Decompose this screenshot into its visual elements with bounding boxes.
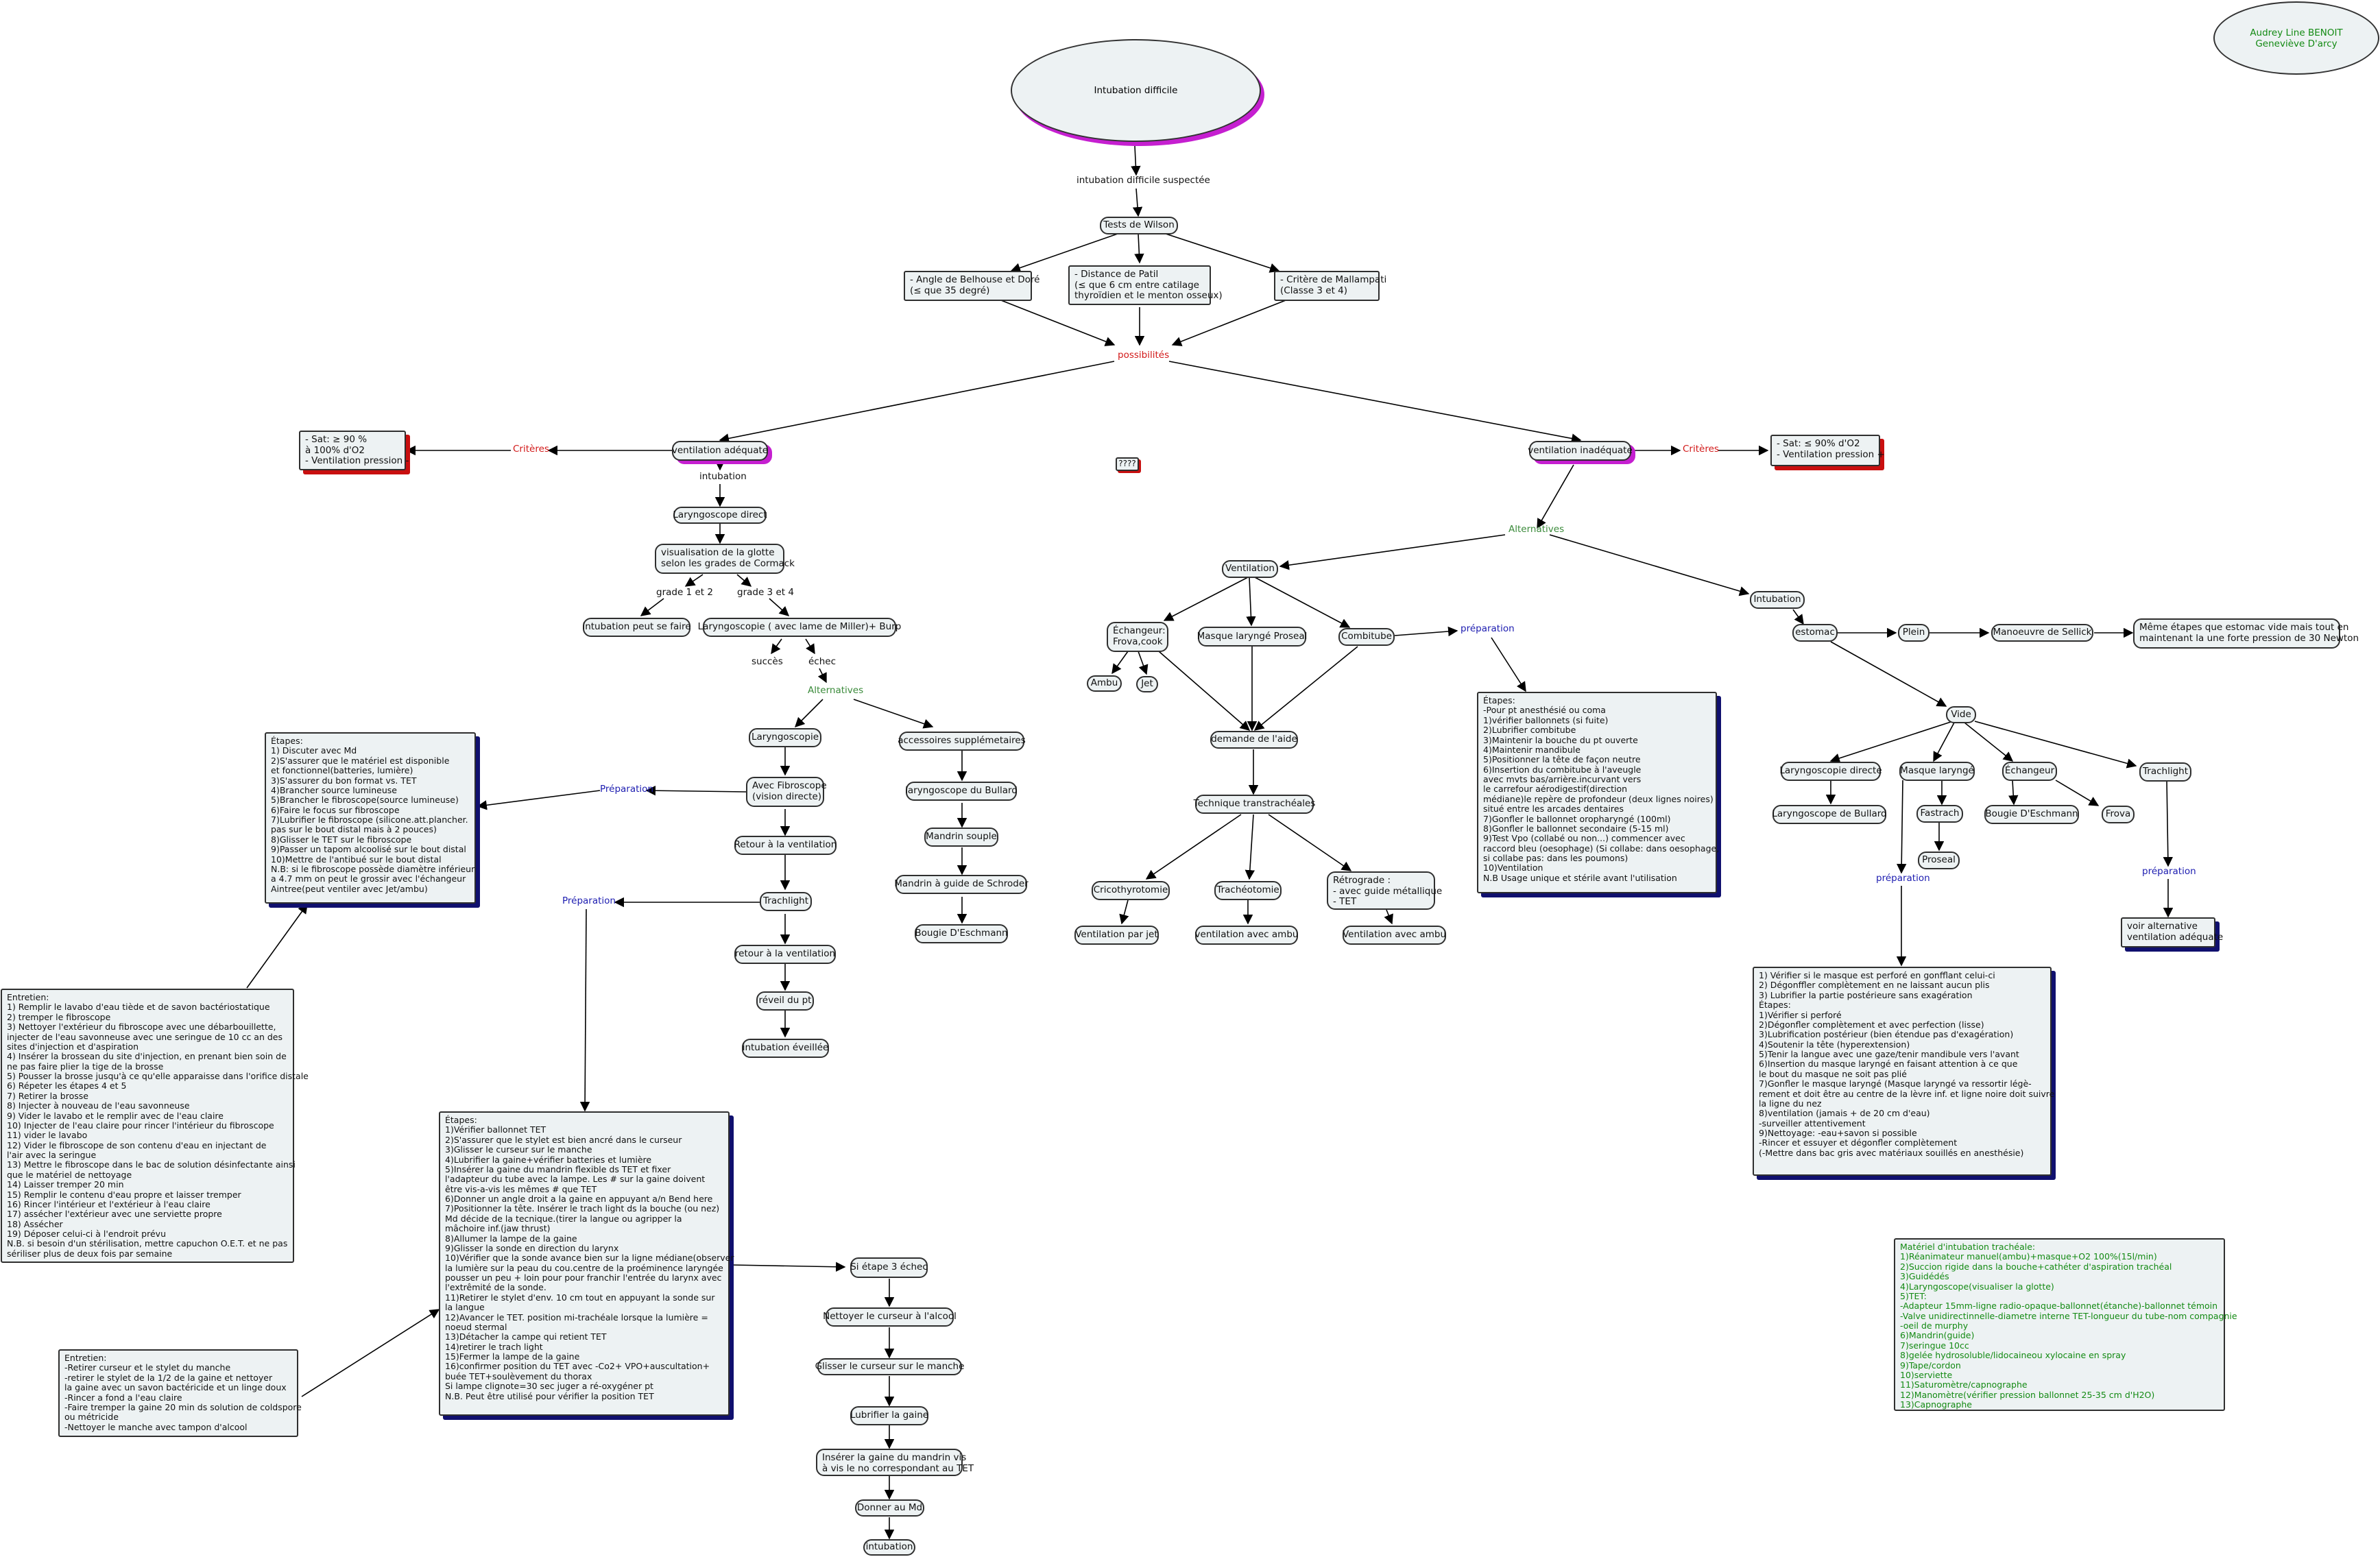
node-laryngoscope-direct[interactable]: Laryngoscope direct [673, 507, 767, 524]
node-entretien-fibro[interactable]: Entretien: 1) Remplir le lavabo d'eau ti… [1, 989, 309, 1263]
node-fastrach[interactable]: Fastrach [1916, 805, 1963, 823]
label-grade12: grade 1 et 2 [656, 587, 713, 598]
node-accessoires[interactable]: accessoires supplémetaires [898, 732, 1026, 751]
node-memes-etapes[interactable]: Même étapes que estomac vide mais tout e… [2133, 618, 2359, 649]
label-preparation-trachlight: préparation [2142, 866, 2196, 877]
node-entretien-trach[interactable]: Entretien: -Retirer curseur et le stylet… [58, 1349, 302, 1437]
label-criteres-right: Critères [1683, 444, 1719, 455]
node-ambu-vent1[interactable]: ventilation avec ambu [1195, 926, 1298, 945]
node-jet-vent[interactable]: Ventilation par jet [1074, 926, 1159, 945]
node-ventilation-inadequate[interactable]: ventilation inadéquate [1528, 441, 1633, 461]
label-possibilites: possibilités [1118, 350, 1170, 361]
node-lubrifier[interactable]: Lubrifier la gaine [850, 1406, 928, 1425]
node-trachlight-right[interactable]: Trachlight [2139, 762, 2191, 782]
node-ambu-vent2[interactable]: Ventilation avec ambu [1343, 926, 1446, 945]
node-patil[interactable]: - Distance de Patil (≤ que 6 cm entre ca… [1068, 265, 1223, 305]
node-mallampati[interactable]: - Critère de Mallampati (Classe 3 et 4) [1274, 271, 1386, 301]
label-grade34: grade 3 et 4 [737, 587, 794, 598]
node-schroder[interactable]: Mandrin à guide de Schroder [894, 875, 1029, 894]
node-echangeur-frova[interactable]: Échangeur: Frova,cook [1107, 622, 1168, 652]
label-succes: succès [752, 656, 783, 667]
label-preparation-trach: Préparation [562, 895, 616, 906]
node-sat-ok[interactable]: - Sat: ≥ 90 % à 100% d'O2 - Ventilation … [299, 431, 409, 470]
node-proseal[interactable]: Proseal [1918, 852, 1960, 869]
node-laryngo-directe[interactable]: Laryngoscopie directe [1779, 762, 1882, 781]
node-nettoyer[interactable]: Nettoyer le curseur à l'alcool [823, 1307, 957, 1327]
node-combi-etapes[interactable]: Étapes: -Pour pt anesthésié ou coma 1)vé… [1477, 692, 1719, 893]
node-estomac[interactable]: estomac [1792, 624, 1838, 642]
node-ambu[interactable]: Ambu [1087, 675, 1122, 692]
node-sellick[interactable]: Manoeuvre de Sellick [1991, 624, 2093, 642]
node-intubation-faire[interactable]: intubation peut se faire [582, 618, 691, 637]
node-donner[interactable]: Donner au Md [855, 1499, 924, 1517]
node-retour1[interactable]: Retour à la ventilation [734, 836, 837, 855]
node-glotte[interactable]: visualisation de la glotte selon les gra… [655, 544, 795, 574]
node-frova[interactable]: Frova [2102, 806, 2135, 823]
node-laryngo-bullard[interactable]: Laryngoscope de Bullard [1772, 805, 1887, 824]
node-belhouse[interactable]: - Angle de Belhouse et Doré (≤ que 35 de… [904, 271, 1039, 301]
label-alternatives-right: Alternatives [1508, 524, 1565, 535]
node-jet[interactable]: Jet [1136, 676, 1158, 692]
node-ventilation[interactable]: Ventilation [1222, 560, 1278, 578]
node-materiel[interactable]: Matériel d'intubation trachéale: 1)Réani… [1894, 1238, 2237, 1411]
node-intubation-final[interactable]: intubation [863, 1539, 915, 1556]
label-criteres-left: Critères [513, 444, 549, 455]
node-masque-larynge[interactable]: Masque laryngé [1899, 762, 1975, 781]
node-bullard[interactable]: laryngoscope du Bullard [905, 782, 1018, 801]
node-unknown[interactable]: ???? [1116, 457, 1139, 471]
node-inserer[interactable]: Insérer la gaine du mandrin vis à vis le… [816, 1449, 974, 1476]
node-intubation-eveillee[interactable]: intubation éveillée [742, 1039, 829, 1058]
node-mandrin-souple[interactable]: Mandrin souple [924, 828, 998, 847]
node-tracheo[interactable]: Trachéotomie [1214, 881, 1282, 900]
node-demande-aide[interactable]: demande de l'aide [1210, 731, 1298, 749]
node-vide[interactable]: Vide [1946, 706, 1976, 723]
node-echangeur-right[interactable]: Échangeur [2002, 762, 2057, 781]
root-topic[interactable]: Intubation difficile [1011, 39, 1261, 142]
node-intubation-right[interactable]: Intubation [1750, 591, 1805, 609]
label-preparation-combi: préparation [1461, 623, 1515, 634]
node-masque-proseal[interactable]: Masque laryngé Proseal [1197, 627, 1307, 647]
label-suspected: intubation difficile suspectée [1077, 175, 1210, 186]
node-eschmann-left[interactable]: Bougie D'Eschmann [915, 924, 1008, 943]
label-intubation: intubation [699, 471, 747, 482]
node-eschmann-right[interactable]: Bougie D'Eschmann [1984, 805, 2079, 824]
node-plein[interactable]: Plein [1898, 624, 1930, 642]
node-reveil[interactable]: réveil du pt [756, 991, 814, 1011]
node-laryngoscopie[interactable]: Laryngoscopie [749, 728, 821, 747]
label-preparation-fibro: Préparation [600, 784, 653, 795]
node-trachlight-left[interactable]: Trachlight [760, 892, 812, 911]
node-si3[interactable]: Si étape 3 échec [850, 1257, 928, 1278]
label-echec: échec [808, 656, 837, 667]
node-masque-etapes[interactable]: 1) Vérifier si le masque est perforé en … [1753, 967, 2054, 1176]
node-transtracheales[interactable]: Technique transtrachéales [1194, 795, 1315, 814]
label-preparation-masque: préparation [1876, 873, 1930, 884]
node-combitube[interactable]: Combitube [1338, 628, 1395, 646]
node-crico[interactable]: Cricothyrotomie [1092, 881, 1170, 900]
authors-bubble: Audrey Line BENOIT Geneviève D'arcy [2213, 1, 2379, 75]
node-glisser[interactable]: Glisser le curseur sur le manche [815, 1358, 964, 1375]
node-retour2[interactable]: retour à la ventilation [734, 945, 836, 964]
node-fibro-etapes[interactable]: Étapes: 1) Discuter avec Md 2)S'assurer … [265, 732, 476, 904]
node-sat-bad[interactable]: - Sat: ≤ 90% d'O2 - Ventilation pression… [1770, 435, 1885, 466]
node-miller[interactable]: Laryngoscopie ( avec lame de Miller)+ Bu… [698, 618, 901, 637]
node-retrograde[interactable]: Rétrograde : - avec guide métallique - T… [1327, 871, 1442, 910]
node-wilson[interactable]: Tests de Wilson [1100, 217, 1178, 234]
node-voir-alternative[interactable]: voir alternative ventilation adéquate [2121, 917, 2223, 948]
node-trach-etapes[interactable]: Étapes: 1)Vérifier ballonnet TET 2)S'ass… [439, 1111, 734, 1416]
label-alternatives-left: Alternatives [808, 685, 864, 696]
node-fibroscope[interactable]: Avec Fibroscope (vision directe) [746, 777, 827, 807]
node-ventilation-adequate[interactable]: ventilation adéquate [672, 441, 768, 461]
